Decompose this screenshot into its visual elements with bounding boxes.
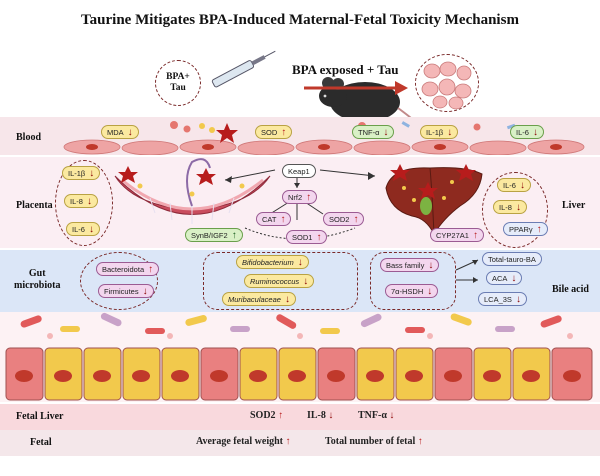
figure-title: Taurine Mitigates BPA-Induced Maternal-F… — [81, 12, 519, 28]
blood-marker-mda: MDA↓ — [101, 125, 139, 139]
liver-marker-il6: IL-6↓ — [497, 178, 531, 192]
row-label-placenta: Placenta — [16, 200, 53, 211]
gut-bacteria — [20, 312, 573, 339]
fetal-liver-marker-sod2: SOD2 ↑ — [250, 410, 284, 421]
fetal-liver-band — [0, 404, 600, 430]
gut-taxon-bacteroidota: Bacteroidota↑ — [96, 262, 160, 276]
fetal-marker-number: Total number of fetal ↑ — [325, 436, 423, 447]
row-label-fetal: Fetal — [30, 437, 52, 448]
gut-taxon-ruminococcus: Ruminococcus↓ — [244, 274, 315, 288]
bile-aca: ACA↓ — [486, 271, 523, 285]
liver-marker-il8: IL-8↓ — [493, 200, 527, 214]
bile-total-tauro-ba: Total-tauro-BA — [482, 252, 542, 266]
toxin-star-icon — [216, 123, 238, 143]
pathway-nrf2: Nrf2↑ — [282, 190, 318, 204]
blood-vessel-wall — [63, 121, 585, 155]
pathway-sod1: SOD1↑ — [286, 230, 328, 244]
row-label-gut: Gut microbiota — [14, 268, 61, 291]
placenta-marker-il6: IL-6↓ — [66, 222, 100, 236]
bile-lca-3s: LCA_3S↓ — [478, 292, 527, 306]
placenta-marker-il8: IL-8↓ — [64, 194, 98, 208]
row-label-liver: Liver — [562, 200, 586, 211]
blood-marker-il1b: IL-1β↓ — [420, 125, 459, 139]
bile-mid-box — [370, 252, 456, 310]
pathway-sod2: SOD2↑ — [323, 212, 365, 226]
blood-marker-sod: SOD↑ — [255, 125, 293, 139]
liver-icon — [385, 164, 483, 236]
bile-7a-hsdh: 7α-HSDH↓ — [385, 284, 439, 298]
treatment-circle: BPA+ Tau — [155, 60, 201, 106]
placenta-marker-circle — [55, 160, 113, 246]
gut-taxon-muribaculaceae: Muribaculaceae↓ — [222, 292, 296, 306]
pathway-arrows — [224, 169, 376, 240]
pathway-keap1: Keap1 — [282, 164, 316, 178]
fetus-circle — [415, 54, 479, 112]
treatment-label: BPA+ Tau — [166, 72, 190, 93]
row-label-bile: Bile acid — [552, 284, 589, 295]
gut-left-circle — [80, 252, 158, 310]
synb-igf2-marker: SynB/IGF2↑ — [185, 228, 243, 242]
blood-marker-tnfa: TNF-α↓ — [352, 125, 395, 139]
blood-marker-il6: IL-6↓ — [510, 125, 544, 139]
fetal-liver-marker-tnfa: TNF-α ↓ — [358, 410, 395, 421]
liver-marker-ppary: PPARγ↑ — [503, 222, 548, 236]
gut-mid-box — [203, 252, 358, 310]
row-label-blood: Blood — [16, 132, 42, 143]
exposure-label: BPA exposed + Tau — [292, 62, 399, 77]
bile-arrows — [455, 259, 479, 283]
placenta-icon — [114, 158, 271, 224]
fetal-band — [0, 430, 600, 456]
row-label-fetal-liver: Fetal Liver — [16, 411, 64, 422]
bile-bass-family: Bass family↓ — [380, 258, 440, 272]
fetal-marker-weight: Average fetal weight ↑ — [196, 436, 291, 447]
pathway-cat: CAT↑ — [256, 212, 292, 226]
intestinal-epithelium — [5, 347, 593, 401]
exposure-arrow — [304, 81, 408, 95]
placenta-marker-il1b: IL-1β↓ — [62, 166, 101, 180]
gut-taxon-bifidobacterium: Bifidobacterium↓ — [236, 255, 309, 269]
cyp27a1-marker: CYP27A1↑ — [430, 228, 484, 242]
fetal-liver-marker-il8: IL-8 ↓ — [307, 410, 334, 421]
fetus-icon — [421, 61, 472, 110]
syringe-icon — [211, 50, 276, 88]
bacteria-icon — [20, 312, 573, 339]
liver-marker-circle — [482, 172, 548, 248]
gut-taxon-firmicutes: Firmicutes↓ — [98, 284, 154, 298]
